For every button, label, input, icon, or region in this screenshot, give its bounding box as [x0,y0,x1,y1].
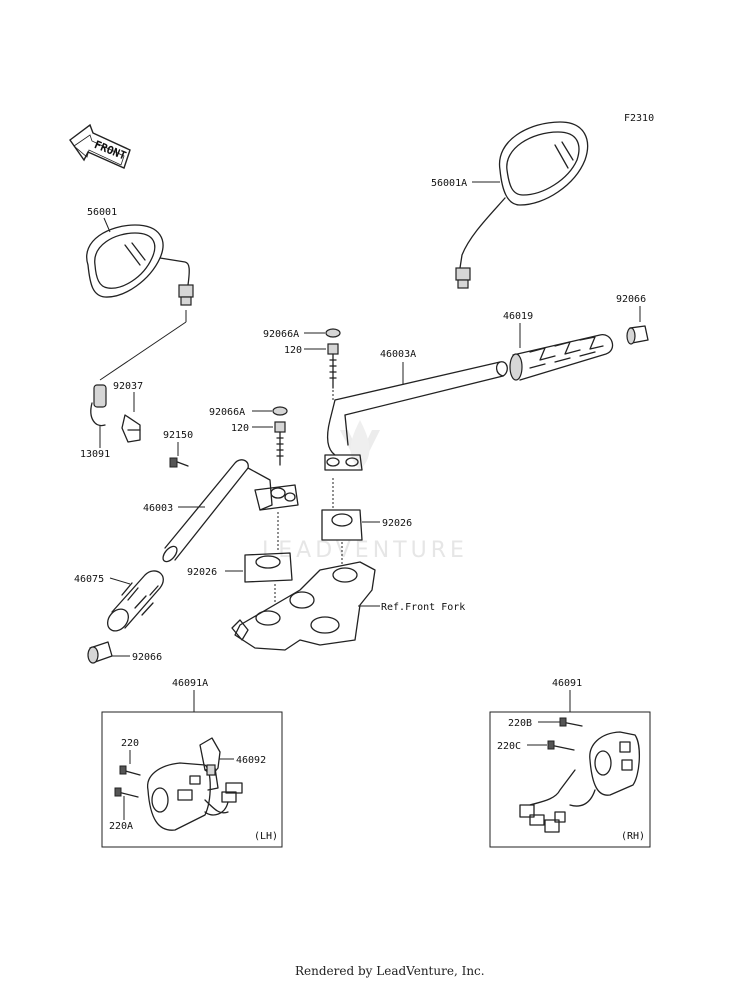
label-46075: 46075 [74,574,104,585]
left-mirror [86,224,194,306]
washer-92066a-top [325,328,341,338]
label-220: 220 [121,738,139,749]
label-56001A: 56001A [431,178,467,189]
left-end-weight [87,641,113,664]
label-13091: 13091 [80,449,110,460]
label-46092: 46092 [236,755,266,766]
right-end-weight [626,325,649,345]
label-46003: 46003 [143,503,173,514]
label-92026-right: 92026 [382,518,412,529]
screw-220a [114,787,139,798]
left-handlebar [162,459,299,563]
label-220C: 220C [497,741,521,752]
label-220B: 220B [508,718,532,729]
label-92037: 92037 [113,381,143,392]
clutch-lever-46092 [199,737,221,776]
lh-switch-housing [147,762,229,831]
screw-220c [547,740,575,751]
bolt-120-mid [274,421,286,466]
label-rh: (RH) [621,831,645,842]
rh-switch-box [489,711,651,848]
label-ref-front-fork: Ref.Front Fork [381,602,465,613]
mirror-clamp [90,384,189,468]
rh-switch-housing [569,731,640,807]
rh-connectors [519,769,576,833]
label-220A: 220A [109,821,133,832]
figure-code: F2310 [624,113,654,124]
label-92026-left: 92026 [187,567,217,578]
label-92066A-mid: 92066A [209,407,245,418]
label-92066-left: 92066 [132,652,162,663]
watermark: LEADVENTURE [262,420,468,563]
right-handlebar [324,361,508,471]
label-120-top: 120 [284,345,302,356]
lh-connector [204,782,243,816]
bolt-120-top [327,343,339,389]
label-120-mid: 120 [231,423,249,434]
washer-92066a-mid [272,406,288,416]
label-56001: 56001 [87,207,117,218]
footer-credit: Rendered by LeadVenture, Inc. [295,964,485,978]
right-grip [509,334,614,381]
front-fork-bracket [231,561,376,651]
spacer-92026-left [244,552,293,583]
spacer-92026-right [321,509,363,541]
label-92066-right: 92066 [616,294,646,305]
lh-switch-box [101,711,283,848]
label-92150: 92150 [163,430,193,441]
front-arrow-icon: FRONT [69,123,131,169]
label-lh: (LH) [254,831,278,842]
label-46019: 46019 [503,311,533,322]
screw-220 [119,765,141,776]
watermark-text: LEADVENTURE [262,538,468,563]
screw-220b [559,717,583,727]
label-46091: 46091 [552,678,582,689]
label-46091A: 46091A [172,678,208,689]
label-46003A: 46003A [380,349,416,360]
right-mirror [455,121,589,289]
label-92066A-top: 92066A [263,329,299,340]
left-grip [107,570,164,632]
